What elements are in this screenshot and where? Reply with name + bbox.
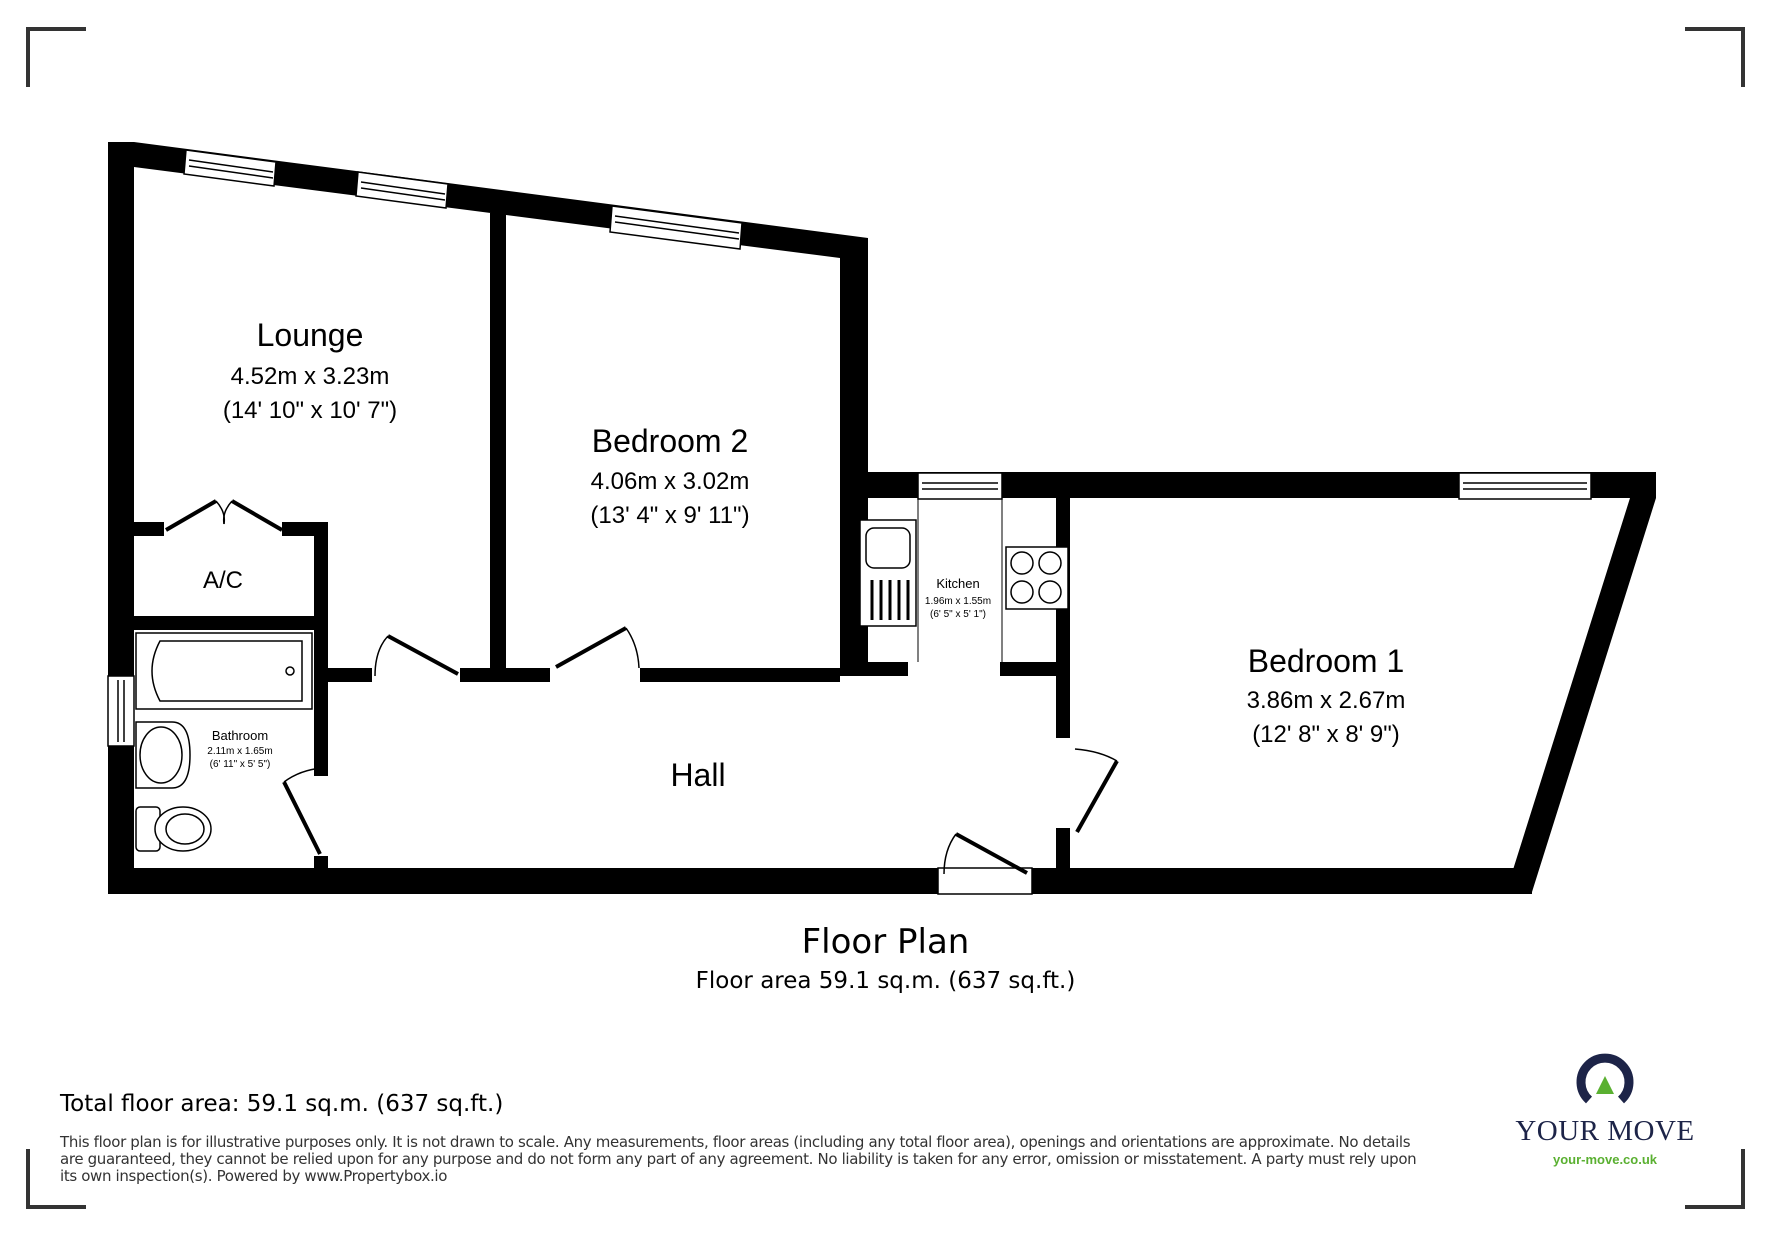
kitchen-sink-icon — [859, 519, 917, 627]
walls — [108, 142, 1656, 894]
kitchen-label: Kitchen — [936, 576, 979, 591]
ac-label: A/C — [203, 567, 243, 594]
disclaimer-text: This floor plan is for illustrative purp… — [60, 1133, 1417, 1185]
bathroom-label: Bathroom — [212, 728, 268, 743]
lounge-metric: 4.52m x 3.23m — [231, 363, 390, 390]
crop-mark-bottom-right — [1685, 1149, 1745, 1209]
bathtub-icon — [135, 632, 313, 710]
kitchen-counters — [917, 499, 1003, 662]
kitchen-imperial: (6' 5" x 5' 1") — [930, 609, 986, 620]
floor-area-caption: Floor area 59.1 sq.m. (637 sq.ft.) — [695, 968, 1076, 994]
crop-mark-bottom-left — [26, 1149, 86, 1209]
crop-mark-top-right — [1685, 27, 1745, 87]
logo-url: your-move.co.uk — [1552, 1152, 1658, 1167]
bathroom-metric: 2.11m x 1.65m — [207, 746, 272, 757]
windows — [107, 149, 1592, 895]
sink-icon — [135, 721, 191, 789]
hall-label: Hall — [670, 757, 725, 793]
toilet-icon — [135, 806, 212, 852]
kitchen-metric: 1.96m x 1.55m — [925, 596, 991, 607]
bathroom-imperial: (6' 11" x 5' 5") — [210, 759, 271, 770]
lounge-imperial: (14' 10" x 10' 7") — [223, 397, 397, 424]
bedroom2-imperial: (13' 4" x 9' 11") — [590, 502, 749, 529]
doors — [164, 499, 1119, 875]
bedroom2-label: Bedroom 2 — [592, 423, 749, 459]
bedroom1-metric: 3.86m x 2.67m — [1247, 687, 1406, 714]
room-labels: Lounge 4.52m x 3.23m (14' 10" x 10' 7") … — [203, 317, 1405, 793]
logo-mark-icon — [1576, 1053, 1634, 1104]
crop-mark-top-left — [26, 27, 86, 87]
bedroom1-imperial: (12' 8" x 8' 9") — [1252, 721, 1400, 748]
hob-icon — [1005, 546, 1069, 610]
bedroom2-metric: 4.06m x 3.02m — [591, 468, 750, 495]
your-move-logo: YOUR MOVE your-move.co.uk — [1500, 1050, 1710, 1167]
floor-plan-title: Floor Plan — [801, 922, 970, 962]
bedroom1-label: Bedroom 1 — [1248, 643, 1405, 679]
fixtures — [135, 499, 1069, 852]
lounge-label: Lounge — [257, 317, 364, 353]
total-floor-area: Total floor area: 59.1 sq.m. (637 sq.ft.… — [60, 1091, 504, 1117]
logo-wordmark: YOUR MOVE — [1515, 1115, 1695, 1147]
